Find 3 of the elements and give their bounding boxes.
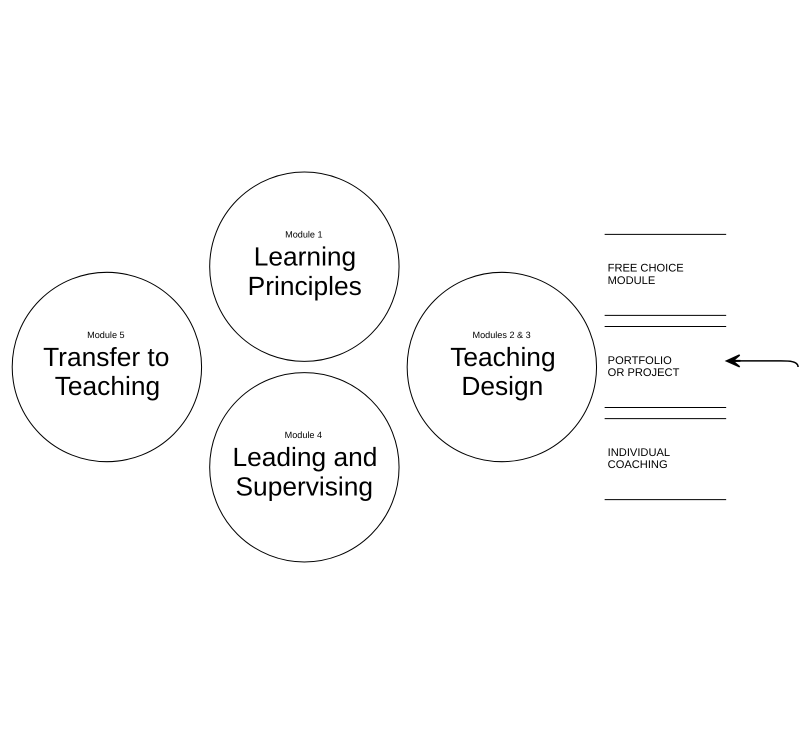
node-text: PORTFOLIO OR PROJECT [608, 354, 680, 379]
node-text: INDIVIDUAL COACHING [608, 446, 670, 472]
node-text: FREE CHOICE MODULE [608, 262, 684, 287]
